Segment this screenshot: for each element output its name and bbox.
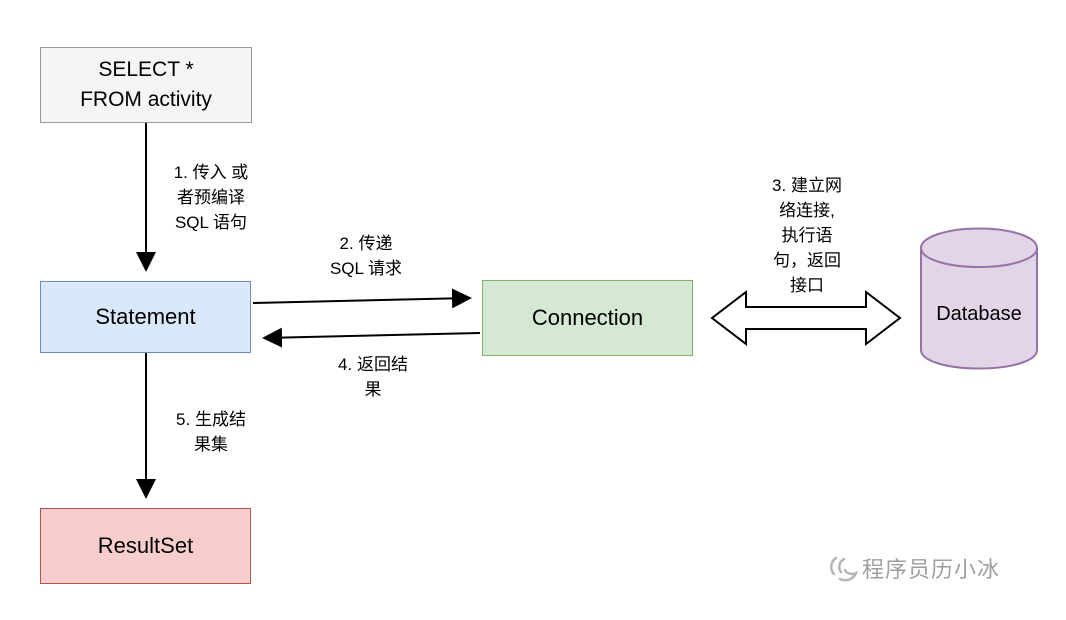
edge-connection-to-statement xyxy=(262,327,481,348)
database-cylinder-icon xyxy=(920,227,1038,370)
step-1-label: 1. 传入 或 者预编译 SQL 语句 xyxy=(173,163,249,232)
step-2-label: 2. 传递 SQL 请求 xyxy=(329,234,403,278)
node-statement: Statement xyxy=(40,281,251,353)
node-database-label: Database xyxy=(936,303,1022,325)
watermark-logo-icon xyxy=(830,556,858,582)
node-sql-query: SELECT * FROM activity xyxy=(40,47,252,123)
step-4-label: 4. 返回结 果 xyxy=(338,355,408,399)
node-connection: Connection xyxy=(482,280,693,356)
watermark: 程序员历小冰 xyxy=(828,552,1000,584)
edge-connection-database-double-arrow xyxy=(710,289,902,347)
step-3-label: 3. 建立网 络连接, 执行语 句，返回 接口 xyxy=(772,176,842,295)
step-5-label: 5. 生成结 果集 xyxy=(176,410,246,454)
node-resultset: ResultSet xyxy=(40,508,251,584)
edge-statement-to-connection xyxy=(252,288,472,309)
watermark-text: 程序员历小冰 xyxy=(862,557,1001,582)
node-database: Database xyxy=(920,227,1038,370)
